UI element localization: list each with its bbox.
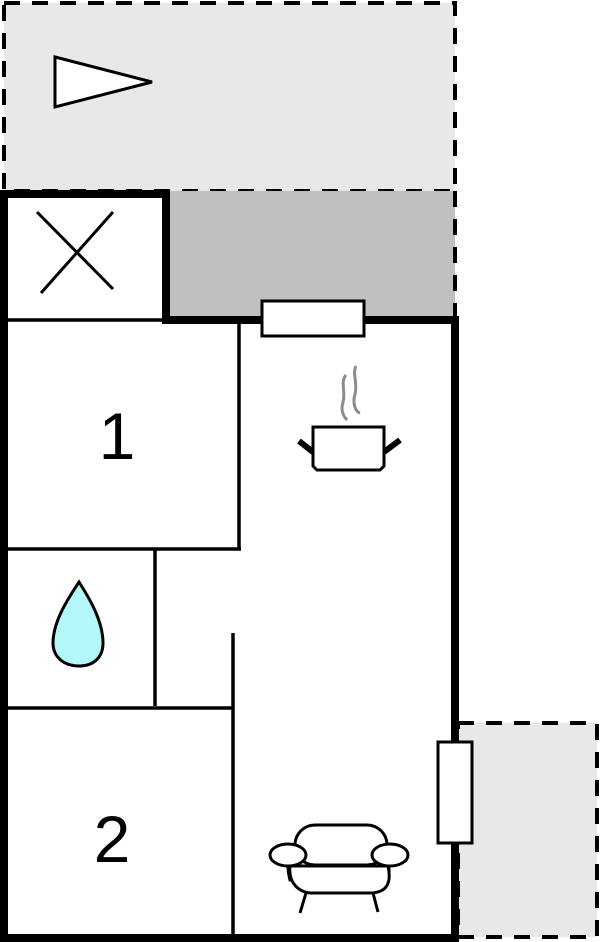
window-top [260,299,366,338]
storage-floor [4,194,166,320]
room-label-2: 2 [94,802,131,876]
side-terrace [456,721,599,939]
interior-walls [8,318,241,937]
window-right [436,740,474,845]
triangle-arrow-icon [53,55,153,109]
water-drop-icon [51,579,105,668]
room-label-1: 1 [99,399,136,473]
x-cross-icon [35,210,115,294]
armchair-icon [268,823,410,914]
cooking-pot-icon [297,365,402,472]
covered-area [168,191,455,320]
